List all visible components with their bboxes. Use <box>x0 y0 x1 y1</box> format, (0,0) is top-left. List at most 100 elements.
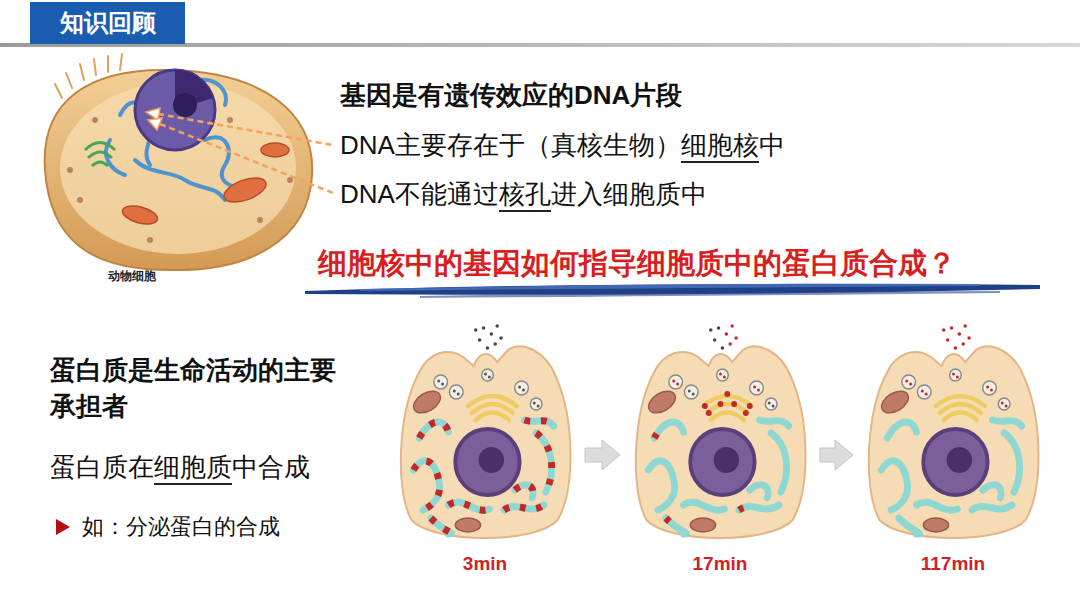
vesicle-content <box>457 393 460 396</box>
time-label: 17min <box>625 553 815 575</box>
granule <box>77 197 83 203</box>
vesicle-content <box>905 380 908 383</box>
flow-arrow <box>820 440 853 470</box>
secreted-protein <box>963 324 967 328</box>
mitochondrion <box>261 143 289 157</box>
nucleolus <box>173 93 197 117</box>
granule <box>92 117 98 123</box>
secreted-protein <box>958 332 962 336</box>
vesicle-content <box>533 402 536 405</box>
vesicle-content <box>753 386 756 389</box>
mitochondrion <box>121 203 160 228</box>
microvillus <box>66 73 72 88</box>
cell-stage: 17min <box>625 320 815 579</box>
vesicle-content <box>990 389 993 392</box>
nucleolus <box>947 447 972 473</box>
cell-illustration <box>858 320 1048 545</box>
secreted-protein <box>495 324 499 328</box>
vesicle-content <box>768 402 771 405</box>
mitochondrion <box>455 518 480 532</box>
vesicle-content <box>1005 405 1008 408</box>
endoplasmic-reticulum <box>1004 433 1019 492</box>
mitochondrion <box>410 387 444 418</box>
leader-line <box>160 124 333 193</box>
endoplasmic-reticulum <box>887 422 916 438</box>
endoplasmic-reticulum <box>654 422 683 438</box>
secreted-protein <box>486 346 490 350</box>
nucleus <box>455 429 519 495</box>
secreted-protein <box>721 346 725 350</box>
endoplasmic-reticulum <box>448 502 489 510</box>
vesicle <box>983 381 997 395</box>
secreted-protein <box>942 328 946 332</box>
endoplasmic-reticulum <box>536 433 551 492</box>
bullet-triangle <box>56 519 70 535</box>
labelled-protein <box>743 410 749 416</box>
labelled-protein <box>515 485 533 498</box>
secreted-protein <box>490 332 494 336</box>
labelled-protein <box>448 502 489 510</box>
vesicle-content <box>537 405 540 408</box>
vesicle-content <box>921 390 924 393</box>
underline <box>154 483 232 485</box>
mitochondrion <box>923 518 948 532</box>
secreted-protein <box>728 342 732 346</box>
endoplasmic-reticulum <box>750 485 768 498</box>
flow-arrow <box>585 440 620 470</box>
vesicle-content <box>956 376 959 379</box>
vesicle <box>434 375 448 389</box>
question-text: 细胞核中的基因如何指导细胞质中的蛋白质合成？ <box>318 244 956 284</box>
endoplasmic-reticulum <box>504 505 544 510</box>
labelled-protein <box>413 461 439 510</box>
endoplasmic-reticulum <box>983 485 1001 498</box>
microvillus <box>120 54 122 70</box>
time-label: 117min <box>858 553 1048 575</box>
granule <box>67 167 73 173</box>
endoplasmic-reticulum <box>759 420 788 426</box>
vesicle-content <box>719 373 722 376</box>
labelled-protein <box>724 391 730 397</box>
endoplasmic-reticulum <box>916 502 957 510</box>
golgi <box>88 152 112 158</box>
endoplasmic-reticulum <box>413 461 439 510</box>
labelled-protein <box>524 420 553 426</box>
golgi <box>711 413 744 421</box>
secreted-protein <box>493 342 497 346</box>
example-text: 如：分泌蛋白的合成 <box>82 512 280 542</box>
leader-arrowhead <box>148 118 162 130</box>
secreted-protein <box>478 338 482 342</box>
statement-text: 基因是有遗传效应的DNA片段 <box>340 78 682 113</box>
secreted-protein <box>961 342 965 346</box>
secreted-protein <box>717 326 721 330</box>
endoplasmic-reticulum <box>524 420 553 426</box>
vesicle-content <box>772 405 775 408</box>
vesicle-content <box>925 393 928 396</box>
statement-text: DNA不能通过核孔进入细胞质中 <box>340 177 707 212</box>
labelled-protein <box>718 401 724 407</box>
nucleus <box>135 70 215 150</box>
time-label: 3min <box>390 553 580 575</box>
vesicle <box>717 369 729 381</box>
secreted-protein <box>734 336 738 340</box>
secreted-protein <box>713 338 717 342</box>
microvillus <box>55 84 62 98</box>
vesicle-content <box>672 380 675 383</box>
granule <box>147 237 153 243</box>
cytoplasm <box>60 82 296 254</box>
endoplasmic-reticulum <box>972 505 1012 510</box>
granule <box>227 117 233 123</box>
vesicle-content <box>1001 402 1004 405</box>
golgi <box>85 143 115 151</box>
cell-stage: 117min <box>858 320 1048 579</box>
endoplasmic-reticulum <box>739 505 779 510</box>
mitochondrion <box>690 518 715 532</box>
vesicle <box>530 398 542 410</box>
vesicle <box>750 381 764 395</box>
nucleus <box>690 429 754 495</box>
statement-text: 蛋白质在细胞质中合成 <box>50 450 310 485</box>
underline <box>681 161 759 163</box>
granule <box>257 217 263 223</box>
vesicle <box>765 398 777 410</box>
endoplasmic-reticulum <box>648 461 674 510</box>
endoplasmic-reticulum <box>431 518 452 534</box>
